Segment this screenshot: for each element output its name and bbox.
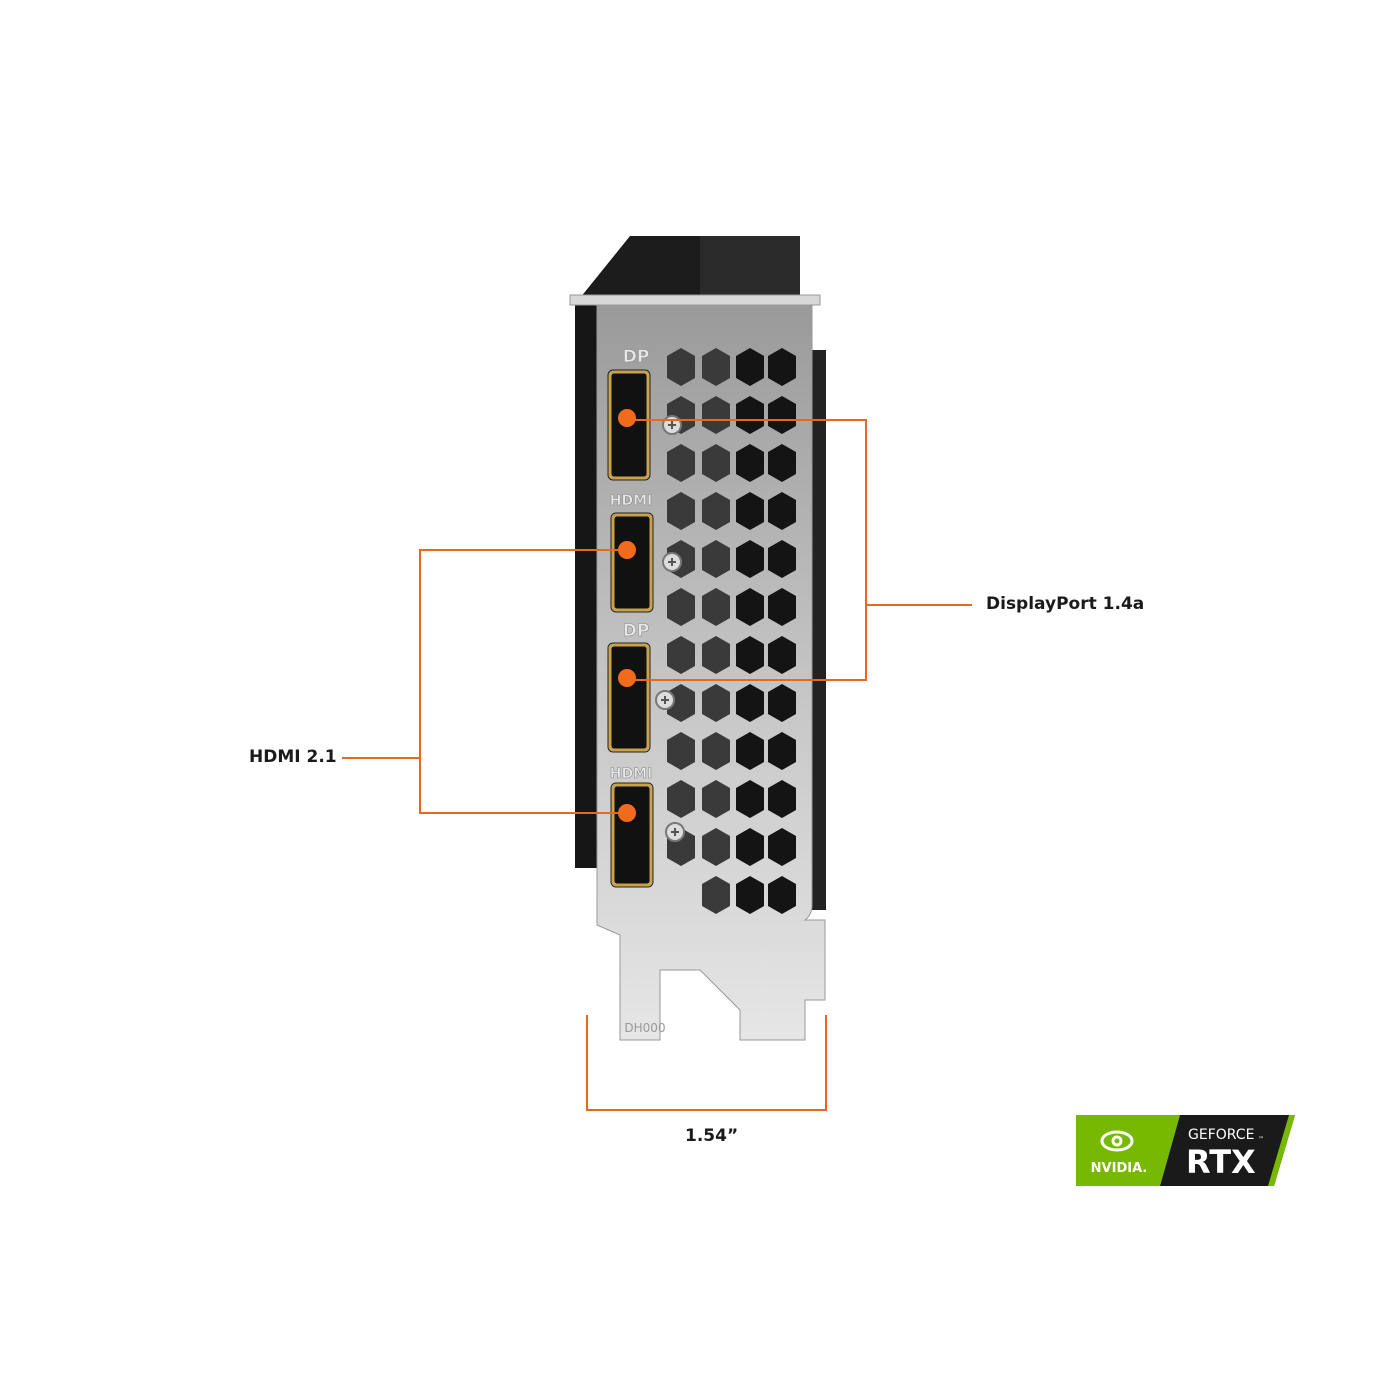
nvidia-eye-icon — [1100, 1130, 1134, 1152]
vent-hole — [702, 540, 730, 578]
vent-hole — [667, 636, 695, 674]
callout-hdmi: HDMI 2.1 — [249, 747, 337, 767]
vent-hole — [736, 876, 764, 914]
vent-hole — [736, 828, 764, 866]
logo-nvidia: NVIDIA. — [1091, 1161, 1148, 1176]
vent-hole — [768, 588, 796, 626]
vent-hole — [702, 780, 730, 818]
bracket-label-hdmi-1: HDMI — [610, 493, 652, 509]
vent-hole — [768, 732, 796, 770]
vent-hole — [702, 876, 730, 914]
callout-width: 1.54” — [685, 1126, 739, 1146]
nvidia-geforce-rtx-logo: NVIDIA. GEFORCE RTX ™ — [1076, 1115, 1295, 1186]
vent-hole — [736, 492, 764, 530]
vent-hole — [768, 780, 796, 818]
vent-hole — [736, 732, 764, 770]
card-body — [575, 236, 826, 910]
bracket-label-hdmi-2: HDMI — [610, 766, 652, 782]
vent-hole — [768, 828, 796, 866]
vent-hole — [768, 348, 796, 386]
vent-hole — [667, 732, 695, 770]
vent-hole — [667, 780, 695, 818]
vent-hole — [768, 444, 796, 482]
vent-hole — [736, 588, 764, 626]
vent-hole — [736, 348, 764, 386]
vent-hole — [667, 444, 695, 482]
vent-hole — [736, 540, 764, 578]
callout-displayport: DisplayPort 1.4a — [986, 594, 1145, 614]
vent-hole — [702, 588, 730, 626]
displayport-leader — [627, 419, 867, 681]
vent-hole — [768, 876, 796, 914]
vent-hole — [768, 492, 796, 530]
port-markers — [618, 409, 636, 822]
hdmi-connector — [611, 513, 653, 612]
vent-hole — [702, 684, 730, 722]
hdmi-connector — [611, 783, 653, 887]
vent-hole — [736, 396, 764, 434]
bracket-label-dp-2: DP — [623, 621, 650, 641]
vent-hole — [702, 732, 730, 770]
vent-hole — [736, 444, 764, 482]
vent-hole — [702, 828, 730, 866]
vent-hole — [667, 492, 695, 530]
callout-lines — [342, 419, 972, 1111]
bracket-label-dp-1: DP — [623, 347, 650, 367]
hdmi-leader — [419, 549, 627, 814]
vent-holes — [667, 348, 796, 914]
vent-hole — [702, 348, 730, 386]
logo-rtx: RTX — [1186, 1143, 1256, 1181]
vent-hole — [736, 780, 764, 818]
logo-geforce: GEFORCE — [1188, 1127, 1254, 1143]
vent-hole — [702, 636, 730, 674]
vent-hole — [667, 348, 695, 386]
vent-hole — [768, 684, 796, 722]
displayport-connector — [608, 643, 650, 752]
bracket-tab-code: DH000 — [624, 1021, 665, 1035]
vent-hole — [702, 492, 730, 530]
io-bracket — [569, 294, 826, 1041]
width-dimension-line — [586, 1015, 827, 1111]
vent-hole — [768, 396, 796, 434]
vent-hole — [667, 588, 695, 626]
vent-hole — [768, 540, 796, 578]
vent-hole — [768, 636, 796, 674]
vent-hole — [736, 684, 764, 722]
logo-trademark: ™ — [1258, 1136, 1264, 1143]
vent-hole — [667, 684, 695, 722]
vent-hole — [736, 636, 764, 674]
vent-hole — [702, 396, 730, 434]
vent-hole — [702, 444, 730, 482]
